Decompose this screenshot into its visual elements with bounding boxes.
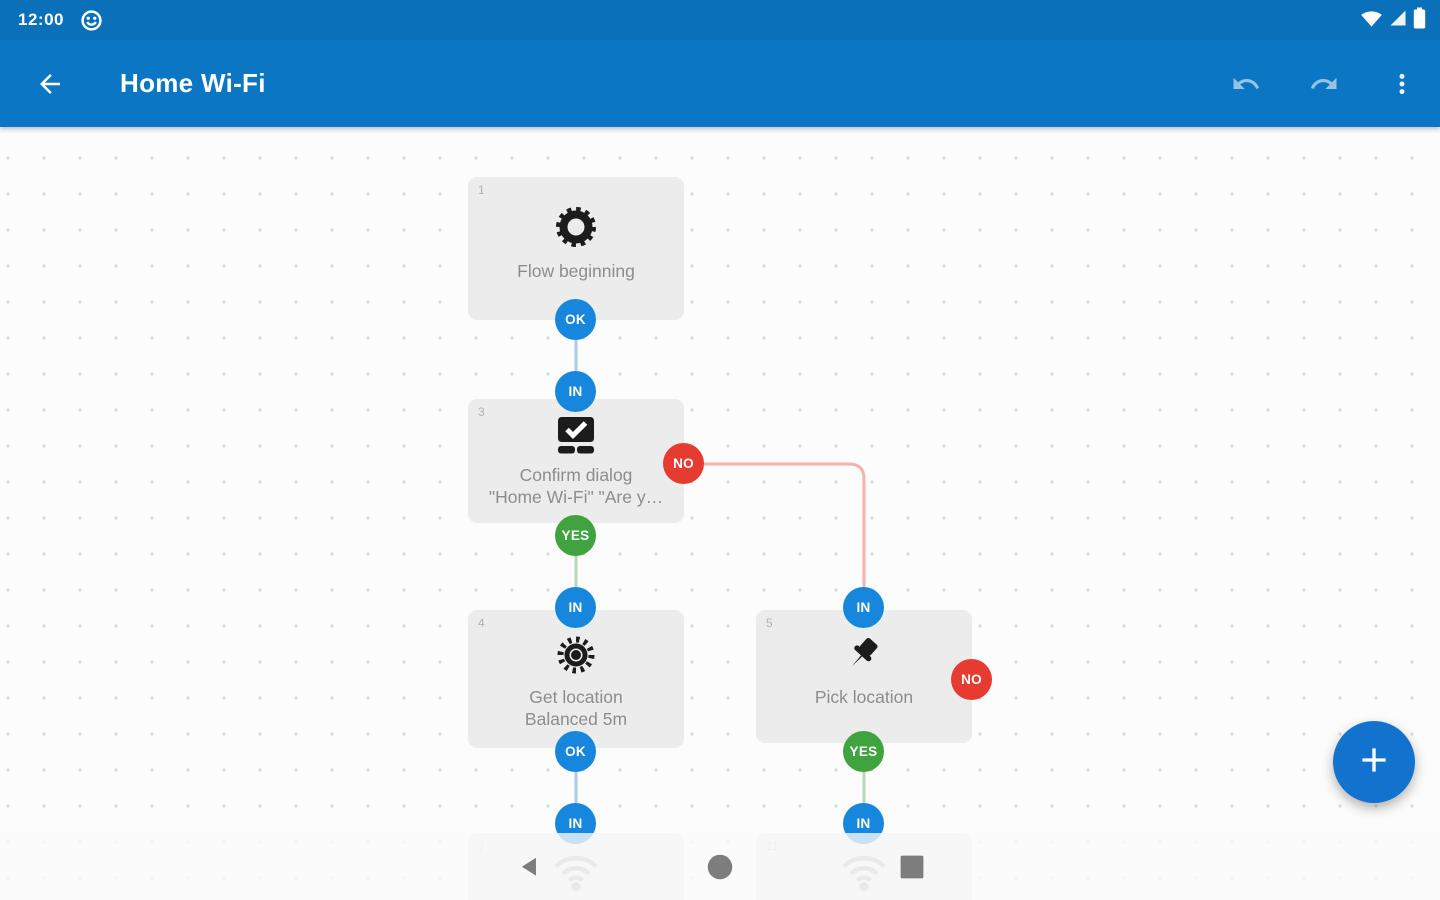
block-sublabel: "Home Wi-Fi" "Are y… bbox=[488, 487, 664, 508]
block-number: 3 bbox=[478, 405, 485, 419]
block-confirm-dialog[interactable]: 3 Confirm dialog "Home Wi-Fi" "Are y… bbox=[468, 399, 684, 523]
automate-smiley-icon bbox=[80, 9, 103, 32]
plus-icon bbox=[1354, 740, 1394, 785]
port-ok-badge[interactable]: OK bbox=[555, 299, 596, 340]
overflow-menu-icon[interactable] bbox=[1378, 60, 1426, 108]
add-block-button[interactable] bbox=[1333, 721, 1415, 803]
port-yes-badge[interactable]: YES bbox=[843, 731, 884, 772]
port-yes-badge[interactable]: YES bbox=[555, 515, 596, 556]
block-label: Flow beginning bbox=[517, 261, 635, 281]
wifi-icon bbox=[1360, 8, 1383, 33]
block-label: Pick location bbox=[814, 687, 914, 707]
block-flow-beginning[interactable]: 1 Flow beginning bbox=[468, 177, 684, 320]
android-nav-bar bbox=[0, 833, 1440, 900]
flow-title: Home Wi-Fi bbox=[120, 68, 266, 98]
battery-icon bbox=[1413, 7, 1426, 34]
pushpin-icon bbox=[839, 630, 889, 680]
nav-recents-icon[interactable] bbox=[882, 833, 942, 900]
block-sublabel: Balanced 5m bbox=[524, 709, 628, 730]
block-pick-location[interactable]: 5 Pick location bbox=[756, 610, 972, 743]
block-number: 4 bbox=[478, 616, 485, 630]
cell-signal-icon bbox=[1388, 8, 1408, 33]
port-in-badge[interactable]: IN bbox=[555, 371, 596, 412]
nav-home-icon[interactable] bbox=[690, 833, 750, 900]
port-no-badge[interactable]: NO bbox=[663, 443, 704, 484]
port-ok-badge[interactable]: OK bbox=[555, 731, 596, 772]
block-number: 5 bbox=[766, 616, 773, 630]
back-arrow-icon[interactable] bbox=[28, 62, 72, 106]
undo-icon[interactable] bbox=[1222, 60, 1270, 108]
app-bar: Home Wi-Fi bbox=[0, 40, 1440, 127]
clock: 12:00 bbox=[18, 10, 64, 29]
confirm-dialog-icon bbox=[554, 415, 598, 457]
redo-icon[interactable] bbox=[1300, 60, 1348, 108]
gear-icon bbox=[552, 203, 600, 251]
status-bar: 12:00 bbox=[0, 0, 1440, 40]
gps-location-icon bbox=[553, 632, 599, 678]
block-label: Confirm dialog bbox=[519, 465, 633, 485]
block-number: 1 bbox=[478, 183, 485, 197]
port-in-badge[interactable]: IN bbox=[555, 587, 596, 628]
port-in-badge[interactable]: IN bbox=[843, 587, 884, 628]
flow-canvas[interactable]: 1 Flow beginning 3 Confirm dialog bbox=[0, 127, 1440, 900]
block-get-location[interactable]: 4 Get location Balanced 5m bbox=[468, 610, 684, 748]
connector-wires bbox=[574, 339, 866, 805]
nav-back-icon[interactable] bbox=[500, 833, 560, 900]
port-no-badge[interactable]: NO bbox=[951, 659, 992, 700]
block-label: Get location bbox=[529, 687, 623, 707]
